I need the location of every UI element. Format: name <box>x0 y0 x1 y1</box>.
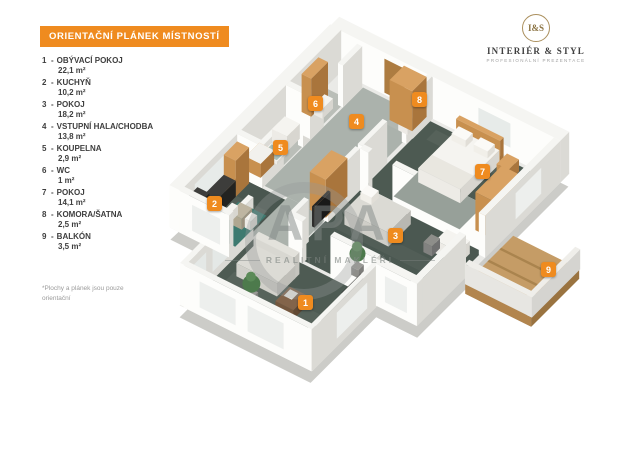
separator: - <box>51 210 54 219</box>
room-area: 14,1 m² <box>58 198 86 207</box>
room-marker-7: 7 <box>475 164 490 179</box>
room-marker-2: 2 <box>207 196 222 211</box>
legend-item: 6-WC 1 m² <box>42 166 202 186</box>
room-area: 13,8 m² <box>58 132 86 141</box>
logo-tagline: PROFESIONÁLNÍ PREZENTACE <box>486 58 586 63</box>
separator: - <box>51 166 54 175</box>
room-area: 2,9 m² <box>58 154 82 163</box>
room-marker-5: 5 <box>273 140 288 155</box>
separator: - <box>51 232 54 241</box>
room-name: KUCHYŇ <box>56 78 91 87</box>
separator: - <box>51 78 54 87</box>
room-number: 3 <box>42 100 47 109</box>
separator: - <box>51 144 54 153</box>
legend-item: 9-BALKÓN 3,5 m² <box>42 232 202 252</box>
room-name: WC <box>56 166 70 175</box>
disclaimer-footnote: *Plochy a plánek jsou pouze orientační <box>42 285 124 303</box>
logo-emblem-icon: I&S <box>522 14 550 42</box>
separator: - <box>51 100 54 109</box>
logo-name: INTERIÉR & STYL <box>486 46 586 56</box>
room-number: 6 <box>42 166 47 175</box>
legend-item: 5-KOUPELNA 2,9 m² <box>42 144 202 164</box>
room-area: 2,5 m² <box>58 220 82 229</box>
room-area: 1 m² <box>58 176 75 185</box>
room-name: POKOJ <box>56 188 85 197</box>
room-marker-4: 4 <box>349 114 364 129</box>
room-area: 22,1 m² <box>58 66 86 75</box>
room-area: 10,2 m² <box>58 88 86 97</box>
room-area: 18,2 m² <box>58 110 86 119</box>
room-name: VSTUPNÍ HALA/CHODBA <box>56 122 154 131</box>
legend-item: 7-POKOJ 14,1 m² <box>42 188 202 208</box>
room-number: 5 <box>42 144 47 153</box>
room-number: 9 <box>42 232 47 241</box>
room-number: 2 <box>42 78 47 87</box>
legend: 1-OBÝVACÍ POKOJ 22,1 m² 2-KUCHYŇ 10,2 m²… <box>42 56 202 254</box>
legend-item: 2-KUCHYŇ 10,2 m² <box>42 78 202 98</box>
room-name: POKOJ <box>56 100 85 109</box>
room-name: KOMORA/ŠATNA <box>56 210 123 219</box>
room-name: BALKÓN <box>56 232 91 241</box>
separator: - <box>51 188 54 197</box>
room-name: KOUPELNA <box>56 144 102 153</box>
room-marker-9: 9 <box>541 262 556 277</box>
room-marker-8: 8 <box>412 92 427 107</box>
legend-item: 3-POKOJ 18,2 m² <box>42 100 202 120</box>
room-number: 1 <box>42 56 47 65</box>
room-name: OBÝVACÍ POKOJ <box>56 56 123 65</box>
agency-logo: I&S INTERIÉR & STYL PROFESIONÁLNÍ PREZEN… <box>476 14 596 63</box>
room-marker-1: 1 <box>298 295 313 310</box>
room-number: 7 <box>42 188 47 197</box>
room-number: 4 <box>42 122 47 131</box>
room-marker-6: 6 <box>308 96 323 111</box>
legend-item: 4-VSTUPNÍ HALA/CHODBA 13,8 m² <box>42 122 202 142</box>
legend-item: 8-KOMORA/ŠATNA 2,5 m² <box>42 210 202 230</box>
page-title: ORIENTAČNÍ PLÁNEK MÍSTNOSTÍ <box>40 26 229 47</box>
legend-item: 1-OBÝVACÍ POKOJ 22,1 m² <box>42 56 202 76</box>
room-area: 3,5 m² <box>58 242 82 251</box>
room-number: 8 <box>42 210 47 219</box>
room-marker-3: 3 <box>388 228 403 243</box>
separator: - <box>51 122 54 131</box>
separator: - <box>51 56 54 65</box>
